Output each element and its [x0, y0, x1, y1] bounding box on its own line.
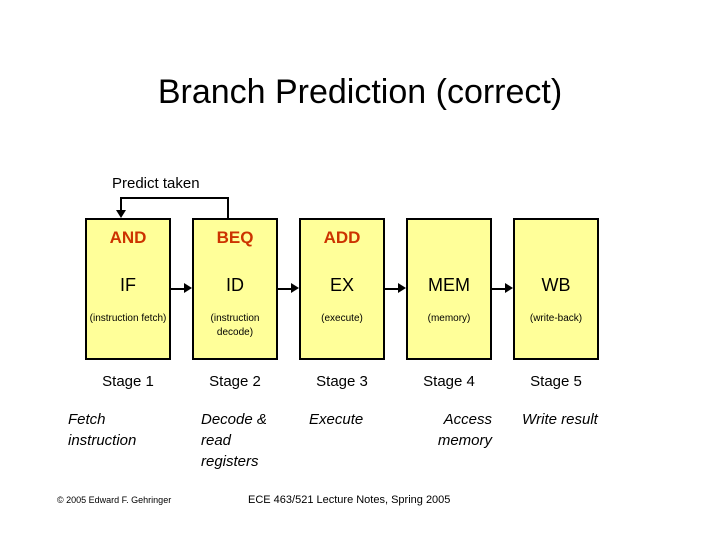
stage-name-1: Stage 1	[102, 373, 154, 390]
pipeline-connector-1-2	[171, 288, 187, 290]
stage-abbr-label-1: IF	[120, 275, 136, 295]
stage-description-5: (write-back)	[529, 313, 583, 324]
pipeline-connector-2-3	[278, 288, 294, 290]
stage-name-2: Stage 2	[209, 373, 261, 390]
stage-action-5: Write result	[522, 411, 598, 428]
stage-action-1: Fetch instruction	[68, 411, 137, 449]
stage-abbr-label-4: MEM	[428, 275, 470, 295]
stage-action-3: Execute	[309, 411, 364, 428]
stage-instruction-label-1: AND	[109, 228, 147, 247]
pipeline-stage-box-5: WB (write-back)	[513, 218, 599, 360]
pipeline-connector-arrow-icon-4-5	[505, 283, 513, 293]
stage-instruction-label-2: BEQ	[216, 228, 254, 247]
stage-description-1: (instruction fetch)	[89, 313, 167, 324]
pipeline-stage-box-4: MEM (memory)	[406, 218, 492, 360]
predict-taken-bracket-bar	[120, 197, 229, 199]
pipeline-stage-box-2: BEQ ID (instruction decode)	[192, 218, 278, 360]
pipeline-connector-3-4	[385, 288, 401, 290]
pipeline-connector-arrow-icon-1-2	[184, 283, 192, 293]
pipeline-connector-4-5	[492, 288, 508, 290]
predict-taken-label: Predict taken	[112, 175, 200, 192]
page-title: Branch Prediction (correct)	[157, 73, 563, 111]
predict-taken-arrow-icon	[116, 210, 126, 218]
stage-abbr-label-5: WB	[541, 275, 571, 295]
stage-description-2: (instruction decode)	[210, 313, 260, 338]
footer-course-info: ECE 463/521 Lecture Notes, Spring 2005	[248, 494, 451, 506]
stage-action-2: Decode & read registers	[201, 411, 267, 470]
stage-name-5: Stage 5	[530, 373, 582, 390]
pipeline-stage-box-1: AND IF (instruction fetch)	[85, 218, 171, 360]
stage-instruction-label-3: ADD	[323, 228, 361, 247]
footer-copyright: © 2005 Edward F. Gehringer	[57, 495, 172, 505]
stage-action-4: Access memory	[437, 411, 492, 449]
stage-abbr-label-3: EX	[329, 275, 354, 295]
stage-abbr-label-2: ID	[226, 275, 244, 295]
pipeline-stage-box-3: ADD EX (execute)	[299, 218, 385, 360]
pipeline-connector-arrow-icon-2-3	[291, 283, 299, 293]
stage-description-4: (memory)	[427, 313, 471, 324]
predict-taken-bracket-left-leg	[120, 197, 122, 212]
stage-name-4: Stage 4	[423, 373, 475, 390]
stage-description-3: (execute)	[321, 313, 363, 324]
predict-taken-bracket-right-leg	[227, 197, 229, 218]
pipeline-connector-arrow-icon-3-4	[398, 283, 406, 293]
stage-name-3: Stage 3	[316, 373, 368, 390]
